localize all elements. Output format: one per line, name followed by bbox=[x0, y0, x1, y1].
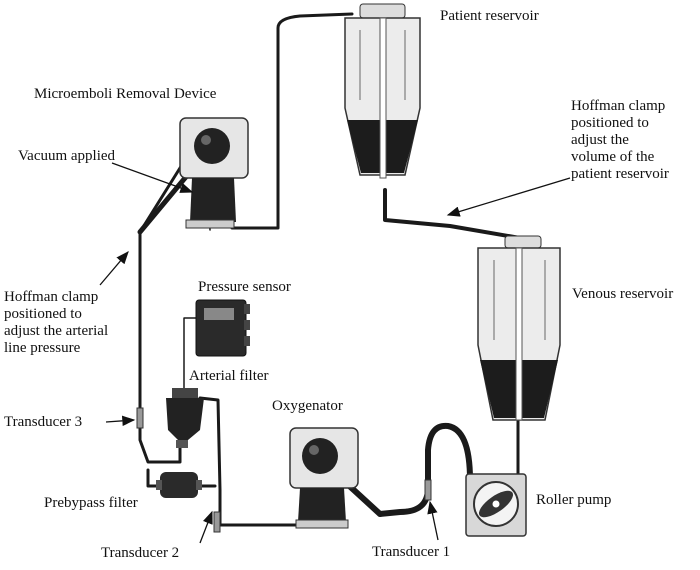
arrow-transducer-1 bbox=[427, 500, 439, 541]
transducer-3-body bbox=[136, 407, 144, 429]
tube-oxygenator-to-filter bbox=[198, 396, 302, 527]
arrow-hoffman-patient bbox=[446, 177, 571, 217]
transducer-1-body bbox=[424, 479, 432, 501]
label-hoffman-clamp-patient: Hoffman clamp positioned to adjust the v… bbox=[571, 98, 669, 182]
label-oxygenator: Oxygenator bbox=[272, 398, 343, 414]
tube-patient-to-venous-reservoir bbox=[383, 188, 522, 240]
tube-pump-to-oxygenator bbox=[329, 422, 473, 517]
transducer-2-body bbox=[213, 511, 221, 533]
label-microemboli-removal-device: Microemboli Removal Device bbox=[34, 86, 217, 102]
label-transducer-3: Transducer 3 bbox=[4, 414, 83, 430]
tube-pressure-sensor-line bbox=[183, 317, 197, 393]
label-venous-reservoir: Venous reservoir bbox=[572, 286, 674, 302]
annotation-arrows bbox=[99, 162, 571, 544]
arrow-transducer-3 bbox=[105, 415, 136, 427]
prebypass-filter bbox=[156, 472, 202, 498]
arrow-hoffman-arterial bbox=[99, 251, 129, 286]
label-roller-pump: Roller pump bbox=[536, 492, 612, 508]
label-arterial-filter: Arterial filter bbox=[189, 368, 269, 384]
tube-mrd-to-patient-reservoir bbox=[230, 12, 354, 230]
label-vacuum-applied: Vacuum applied bbox=[18, 148, 116, 164]
tubing bbox=[137, 12, 522, 527]
venous-reservoir bbox=[477, 235, 561, 421]
arrow-vacuum-applied bbox=[111, 162, 194, 193]
roller-pump bbox=[465, 473, 527, 537]
label-prebypass-filter: Prebypass filter bbox=[44, 495, 138, 511]
arterial-filter bbox=[166, 388, 204, 448]
label-transducer-1: Transducer 1 bbox=[372, 544, 451, 560]
oxygenator bbox=[289, 427, 359, 529]
label-patient-reservoir: Patient reservoir bbox=[440, 8, 539, 24]
arrow-transducer-2 bbox=[199, 510, 213, 544]
pressure-sensor bbox=[195, 299, 250, 357]
label-hoffman-clamp-arterial: Hoffman clamp positioned to adjust the a… bbox=[4, 289, 109, 356]
label-pressure-sensor: Pressure sensor bbox=[198, 279, 291, 295]
label-transducer-2: Transducer 2 bbox=[101, 545, 180, 561]
patient-reservoir bbox=[344, 3, 421, 179]
microemboli-removal-device bbox=[179, 117, 249, 229]
